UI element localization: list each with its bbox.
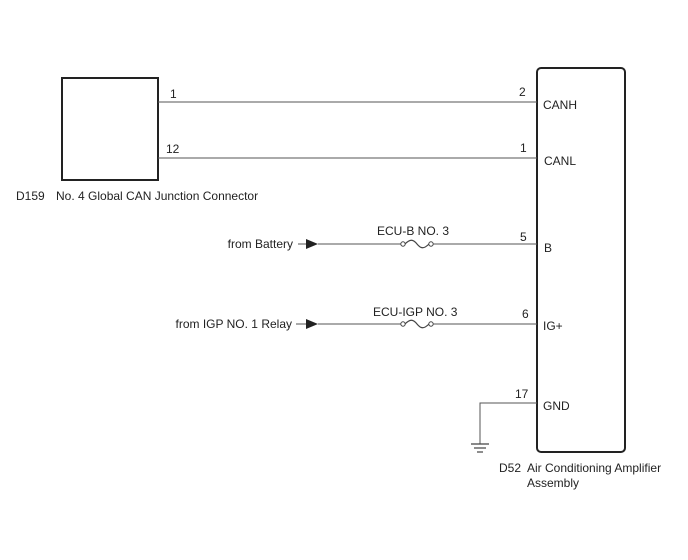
d52-pin-gnd-label: GND [543, 399, 570, 413]
d52-name-line1: Air Conditioning Amplifier [527, 461, 661, 475]
ecu-igp-fuse-icon [400, 319, 434, 329]
d52-name-line2: Assembly [527, 476, 579, 490]
d52-pin-b-label: B [544, 241, 552, 255]
d52-pin-b-num: 5 [520, 230, 527, 244]
ecu-b-fuse-label: ECU-B NO. 3 [377, 224, 449, 238]
d52-pin-ig-num: 6 [522, 307, 529, 321]
d159-name: No. 4 Global CAN Junction Connector [56, 189, 258, 203]
gnd-wire [479, 402, 537, 444]
d159-code: D159 [16, 189, 45, 203]
d52-pin-canl-num: 1 [520, 141, 527, 155]
ecu-b-fuse-icon [400, 239, 434, 249]
from-battery-label: from Battery [228, 237, 293, 251]
d159-connector-box [61, 77, 159, 181]
from-igp-relay-label: from IGP NO. 1 Relay [176, 317, 292, 331]
ground-icon [471, 443, 489, 453]
d52-pin-canl-label: CANL [544, 154, 576, 168]
battery-arrow-icon [306, 239, 318, 249]
d52-amplifier-box [536, 67, 626, 453]
igp-arrow-icon [306, 319, 318, 329]
d159-pin-canh: 1 [170, 87, 177, 101]
d52-pin-ig-label: IG+ [543, 319, 563, 333]
d159-pin-canl: 12 [166, 142, 180, 156]
d52-pin-canh-label: CANH [543, 98, 577, 112]
ecu-igp-fuse-label: ECU-IGP NO. 3 [373, 305, 458, 319]
d52-pin-canh-num: 2 [519, 85, 526, 99]
d52-code: D52 [499, 461, 521, 475]
d52-pin-gnd-num: 17 [515, 387, 529, 401]
